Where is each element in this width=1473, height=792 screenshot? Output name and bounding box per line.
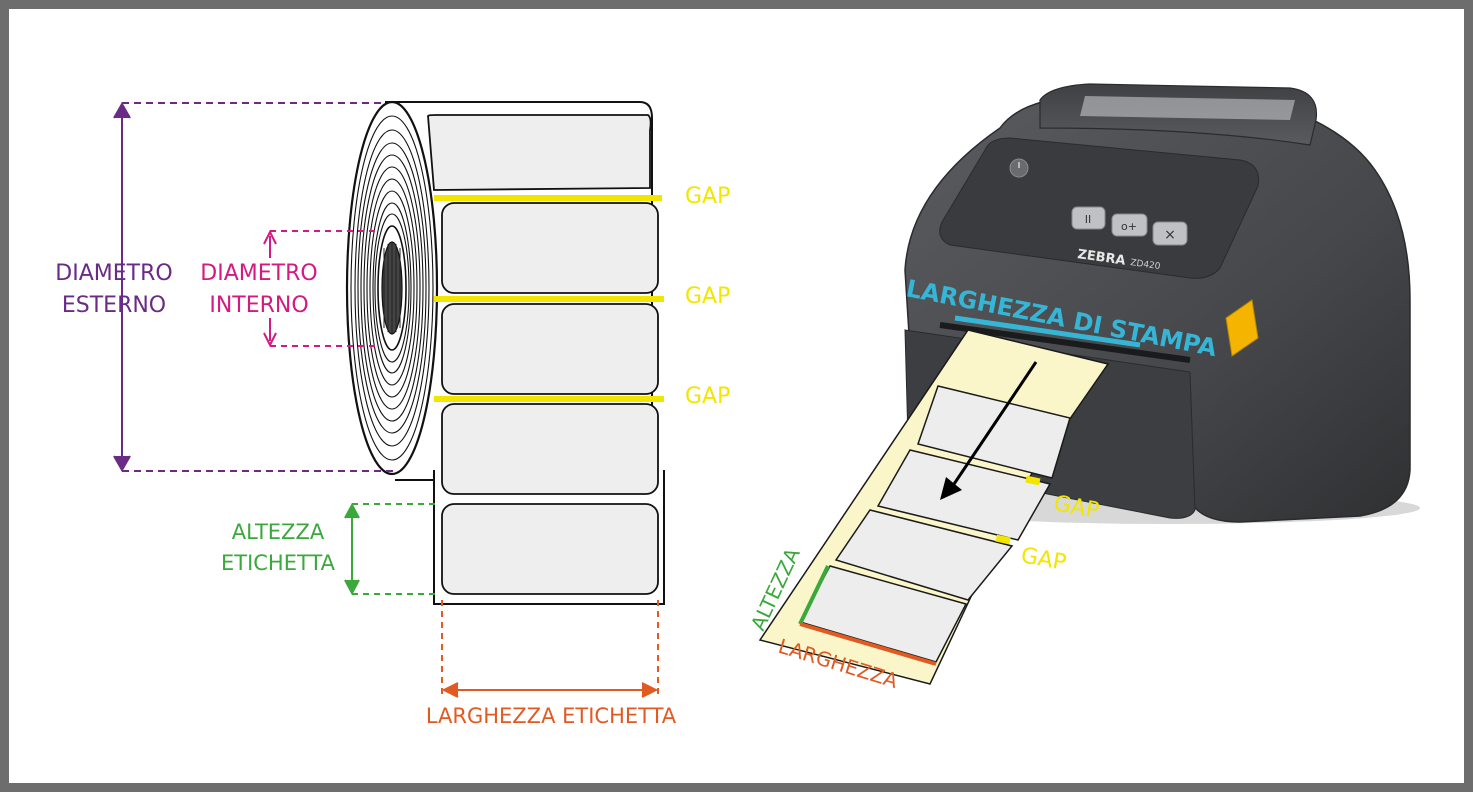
roll-gap-label-1: GAP bbox=[685, 184, 730, 209]
pause-icon: II bbox=[1085, 213, 1092, 226]
roll-gaps bbox=[434, 195, 664, 402]
inner-diameter-label-line2: INTERNO bbox=[209, 293, 308, 318]
media-gap-marker bbox=[995, 534, 1011, 545]
pause-button[interactable]: II bbox=[1071, 206, 1106, 230]
printer-brand: ZEBRA bbox=[1076, 247, 1126, 269]
feed-button[interactable]: o+ bbox=[1111, 213, 1148, 237]
diagram-frame: DIAMETRO ESTERNO DIAMETRO INTERNO GAP GA… bbox=[9, 9, 1464, 783]
roll-gap-label-3: GAP bbox=[685, 384, 730, 409]
gap-marker bbox=[434, 195, 662, 201]
latch-button[interactable] bbox=[1225, 299, 1259, 357]
media-slot bbox=[939, 322, 1191, 363]
gap-marker bbox=[434, 296, 664, 302]
outer-diameter-dimension bbox=[113, 101, 395, 473]
outer-diameter-label-line2: ESTERNO bbox=[62, 293, 166, 318]
label-roll bbox=[345, 100, 665, 605]
media-gap-marker bbox=[1025, 475, 1041, 486]
label-height-dimension bbox=[344, 502, 440, 596]
cancel-icon: × bbox=[1164, 227, 1176, 243]
label-height-label-line1: ALTEZZA bbox=[232, 520, 325, 544]
outer-diameter-label-line1: DIAMETRO bbox=[55, 261, 172, 286]
roll-end-face bbox=[345, 100, 439, 476]
media-label bbox=[917, 385, 1071, 479]
feed-icon: o+ bbox=[1121, 220, 1137, 233]
width-indicator bbox=[799, 622, 937, 666]
inner-diameter-dimension bbox=[263, 229, 380, 348]
printer-gap-label-2: GAP bbox=[1019, 543, 1068, 575]
roll-gap-label-2: GAP bbox=[685, 284, 730, 309]
printed-media bbox=[758, 329, 1110, 685]
cancel-button[interactable]: × bbox=[1152, 221, 1188, 246]
feed-direction-arrow bbox=[948, 361, 1038, 491]
gap-marker bbox=[434, 396, 664, 402]
height-indicator bbox=[798, 565, 830, 625]
label-width-label: LARGHEZZA ETICHETTA bbox=[426, 704, 677, 728]
inner-diameter-label-line1: DIAMETRO bbox=[200, 261, 317, 286]
media-label bbox=[834, 509, 1014, 601]
label-height-label-line2: ETICHETTA bbox=[221, 551, 336, 575]
printer-model: ZD420 bbox=[1130, 258, 1162, 272]
media-label bbox=[876, 449, 1052, 541]
print-width-bar bbox=[954, 315, 1141, 348]
roll-labels bbox=[427, 114, 659, 595]
label-width-dimension bbox=[441, 600, 659, 698]
